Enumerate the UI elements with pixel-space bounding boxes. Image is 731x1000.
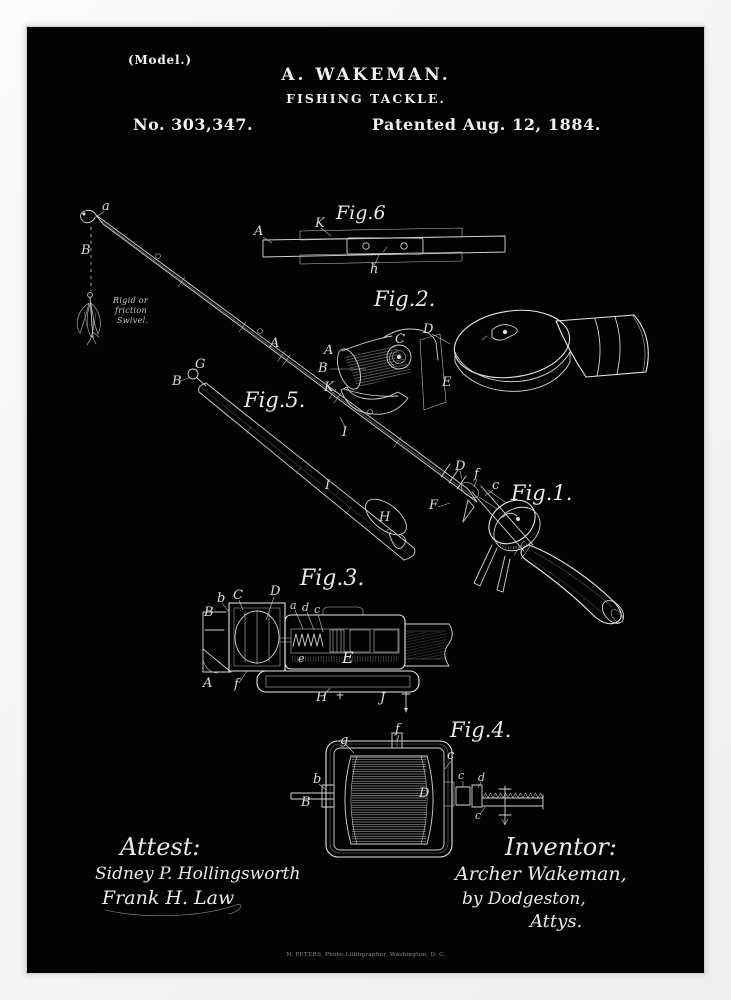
part-label: c bbox=[447, 748, 455, 763]
patent-inventor-name: A. WAKEMAN. bbox=[280, 65, 450, 85]
patent-poster: (Model.) A. WAKEMAN. FISHING TACKLE. No.… bbox=[26, 26, 705, 974]
patent-drawing-svg: (Model.) A. WAKEMAN. FISHING TACKLE. No.… bbox=[77, 53, 649, 958]
part-label: c bbox=[458, 769, 464, 782]
part-label: D bbox=[418, 786, 430, 801]
fig4-title: Fig.4. bbox=[449, 718, 511, 742]
part-label: b bbox=[313, 772, 321, 787]
part-label: D bbox=[422, 322, 434, 337]
swivel-annotation: Rigid or friction Swivel. bbox=[112, 296, 149, 325]
attest-block: Attest: Sidney P. Hollingsworth Frank H.… bbox=[95, 833, 300, 917]
part-label: H bbox=[378, 510, 391, 525]
fig2-title: Fig.2. bbox=[373, 287, 435, 311]
part-label: D bbox=[269, 584, 281, 599]
inventor-block: Inventor: Archer Wakeman, by Dodgeston, … bbox=[453, 833, 627, 932]
part-label: K bbox=[323, 380, 335, 395]
part-label: F bbox=[428, 498, 439, 513]
part-label: d bbox=[302, 601, 309, 614]
part-label: J bbox=[377, 691, 386, 706]
part-label: A bbox=[323, 343, 333, 358]
part-label: B bbox=[203, 605, 214, 620]
fig6-drawing: Fig.6 A K h bbox=[253, 202, 506, 277]
swivel-annotation-line: friction bbox=[114, 306, 147, 315]
part-label: f bbox=[233, 677, 241, 692]
patent-date: Patented Aug. 12, 1884. bbox=[372, 115, 601, 134]
part-label: f bbox=[473, 467, 481, 482]
part-label: A bbox=[202, 676, 212, 691]
part-label: E bbox=[441, 375, 452, 390]
part-label: G bbox=[195, 357, 205, 372]
inventor-signature: Archer Wakeman, bbox=[453, 863, 627, 885]
patent-invention-title: FISHING TACKLE. bbox=[286, 91, 446, 106]
part-label: C bbox=[233, 588, 243, 603]
attest-signature: Sidney P. Hollingsworth bbox=[95, 864, 300, 884]
swivel-annotation-line: Rigid or bbox=[112, 296, 149, 305]
patent-model-note: (Model.) bbox=[128, 53, 192, 67]
attest-label: Attest: bbox=[118, 833, 200, 861]
part-label: B bbox=[317, 361, 328, 376]
printer-credit: N. PETERS, Photo-Lithographer, Washingto… bbox=[286, 952, 445, 958]
part-label: A bbox=[253, 224, 263, 239]
part-label: e bbox=[298, 652, 305, 665]
part-label: I bbox=[341, 425, 348, 440]
part-label: c bbox=[492, 478, 500, 493]
inventor-signature: Attys. bbox=[528, 911, 582, 932]
part-label: f bbox=[394, 722, 402, 737]
fig3-title: Fig.3. bbox=[299, 566, 364, 591]
fig5-title: Fig.5. bbox=[243, 388, 305, 412]
part-label: g bbox=[340, 733, 348, 748]
part-label: D bbox=[454, 459, 466, 474]
part-label: I bbox=[324, 478, 331, 493]
fig5-drawing: Fig.5. G B I H bbox=[171, 357, 416, 561]
part-label: B bbox=[300, 795, 311, 810]
part-label: B bbox=[171, 374, 182, 389]
part-label: H bbox=[315, 690, 328, 705]
part-label: c bbox=[314, 603, 320, 616]
part-label: a bbox=[102, 199, 110, 214]
inventor-label: Inventor: bbox=[504, 833, 617, 861]
part-label: h bbox=[370, 262, 378, 277]
patent-number: No. 303,347. bbox=[133, 115, 253, 134]
swivel-annotation-line: Swivel. bbox=[117, 316, 148, 325]
fig4-drawing: Fig.4. g f c b B D c d c bbox=[290, 718, 544, 858]
attest-signature: Frank H. Law bbox=[101, 887, 234, 909]
fig1-drawing: Fig.1. a B A K I D f c F bbox=[77, 199, 625, 625]
inventor-signature: by Dodgeston, bbox=[462, 889, 586, 909]
fig6-title: Fig.6 bbox=[335, 202, 386, 224]
part-label: K bbox=[314, 216, 326, 231]
part-label: C bbox=[395, 332, 405, 347]
part-label: d bbox=[478, 771, 485, 784]
fig2-drawing: Fig.2. D A B C E bbox=[317, 287, 649, 415]
part-label: b bbox=[217, 591, 225, 606]
fig3-drawing: Fig.3. b C D B a d c e E A f H J bbox=[202, 566, 453, 713]
fig1-title: Fig.1. bbox=[510, 481, 572, 505]
part-label: a bbox=[290, 599, 297, 612]
part-label: c bbox=[475, 809, 481, 822]
part-label: E bbox=[341, 648, 354, 667]
part-label: A bbox=[269, 336, 279, 351]
part-label: B bbox=[80, 243, 91, 258]
